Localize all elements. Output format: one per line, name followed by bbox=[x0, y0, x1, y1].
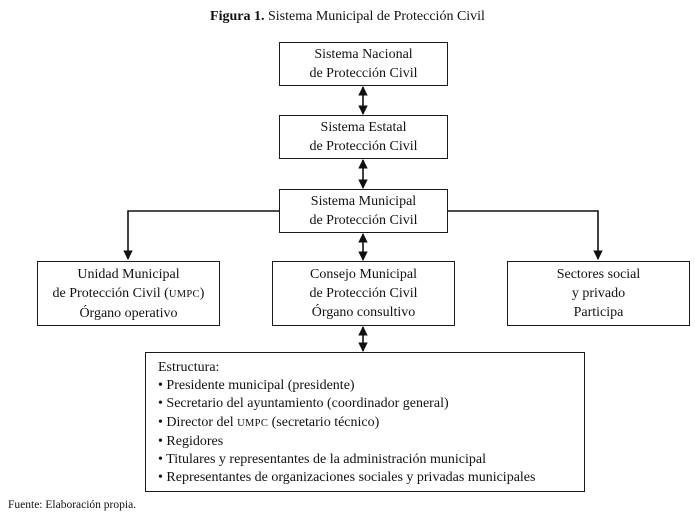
box-unidad-municipal: Unidad Municipal de Protección Civil (UM… bbox=[37, 261, 220, 326]
figure-title-text: Sistema Municipal de Protección Civil bbox=[267, 9, 485, 24]
box-sistema-estatal: Sistema Estatal de Protección Civil bbox=[279, 115, 448, 159]
umpc-abbr: UMPC bbox=[168, 288, 200, 300]
director-suffix: (secretario técnico) bbox=[268, 414, 380, 430]
umpc-line2-suffix: ) bbox=[199, 285, 205, 301]
estructura-heading: Estructura: bbox=[158, 360, 220, 375]
box-consejo-municipal-line3: Órgano consultivo bbox=[311, 305, 416, 320]
box-sistema-estatal-line2: de Protección Civil bbox=[309, 139, 418, 154]
box-unidad-municipal-line1: Unidad Municipal bbox=[77, 266, 180, 282]
box-sectores-line1: Sectores social bbox=[556, 267, 641, 282]
box-sistema-estatal-line1: Sistema Estatal bbox=[320, 120, 407, 135]
estructura-item: Representantes de organizaciones sociale… bbox=[158, 469, 535, 487]
box-sistema-municipal-line2: de Protección Civil bbox=[309, 213, 418, 228]
box-sectores-line2: y privado bbox=[571, 286, 626, 301]
box-sectores-line3: Participa bbox=[573, 305, 624, 320]
umpc-line2-prefix: de Protección Civil ( bbox=[52, 285, 169, 301]
estructura-item: Presidente municipal (presidente) bbox=[158, 377, 535, 395]
source-note: Fuente: Elaboración propia. bbox=[8, 499, 137, 511]
estructura-item: Titulares y representantes de la adminis… bbox=[158, 451, 535, 469]
box-estructura: Estructura: Presidente municipal (presid… bbox=[145, 352, 585, 492]
estructura-item: Regidores bbox=[158, 433, 535, 451]
box-consejo-municipal-line2: de Protección Civil bbox=[309, 286, 418, 301]
box-consejo-municipal: Consejo Municipal de Protección Civil Ór… bbox=[272, 261, 455, 326]
connector-municipal-umpc bbox=[123, 210, 279, 260]
connector-municipal-sectores bbox=[448, 210, 603, 260]
director-prefix: Director del bbox=[166, 414, 238, 430]
figure-title-label: Figura 1. bbox=[210, 9, 265, 24]
box-sistema-nacional-line1: Sistema Nacional bbox=[314, 47, 413, 62]
box-unidad-municipal-line2: de Protección Civil (UMPC) bbox=[53, 284, 205, 304]
box-unidad-municipal-line3: Órgano operativo bbox=[79, 305, 178, 321]
box-sectores: Sectores social y privado Participa bbox=[507, 261, 690, 326]
estructura-list: Presidente municipal (presidente) Secret… bbox=[158, 377, 535, 487]
box-sistema-nacional-line2: de Protección Civil bbox=[309, 66, 418, 81]
box-sistema-nacional: Sistema Nacional de Protección Civil bbox=[279, 42, 448, 86]
estructura-item: Secretario del ayuntamiento (coordinador… bbox=[158, 395, 535, 413]
director-abbr: UMPC bbox=[237, 417, 269, 429]
figure-title: Figura 1. Sistema Municipal de Protecció… bbox=[0, 9, 695, 25]
box-sistema-municipal: Sistema Municipal de Protección Civil bbox=[279, 189, 448, 233]
estructura-item-director: Director del UMPC (secretario técnico) bbox=[158, 414, 535, 433]
box-consejo-municipal-line1: Consejo Municipal bbox=[310, 267, 417, 282]
box-sistema-municipal-line1: Sistema Municipal bbox=[310, 194, 417, 209]
